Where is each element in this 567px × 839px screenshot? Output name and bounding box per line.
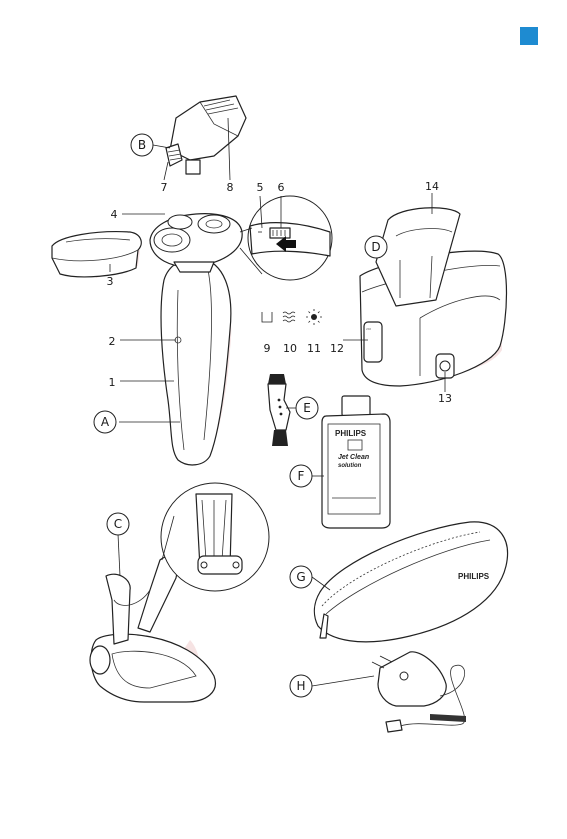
label-H: H bbox=[289, 674, 313, 698]
label-F: F bbox=[289, 464, 313, 488]
svg-text:ctrl: ctrl bbox=[366, 327, 371, 331]
part-number-11: 11 bbox=[307, 342, 321, 355]
part-number-7: 7 bbox=[161, 181, 168, 194]
pouch-brand: PHILIPS bbox=[458, 572, 490, 581]
svg-text:G: G bbox=[296, 570, 305, 584]
label-A: A bbox=[93, 410, 117, 434]
part-number-4: 4 bbox=[111, 208, 118, 221]
svg-text:H: H bbox=[296, 679, 305, 693]
part-number-5: 5 bbox=[257, 181, 264, 194]
svg-text:D: D bbox=[371, 240, 380, 254]
sun-dry-icon bbox=[306, 309, 322, 325]
power-adapter bbox=[371, 651, 466, 733]
stand-detail bbox=[160, 482, 270, 592]
corner-marker bbox=[520, 27, 538, 45]
trimmer-attachment bbox=[165, 95, 247, 175]
bottle-brand: PHILIPS bbox=[335, 429, 367, 438]
shaver-stand bbox=[89, 556, 216, 703]
part-number-13: 13 bbox=[438, 392, 452, 405]
part-number-6: 6 bbox=[278, 181, 285, 194]
jet-clean-system: ctrl bbox=[359, 207, 508, 387]
part-number-12: 12 bbox=[330, 342, 344, 355]
part-number-3: 3 bbox=[107, 275, 114, 288]
shaving-unit bbox=[149, 213, 243, 273]
label-D: D bbox=[364, 235, 388, 259]
bottle-product-line2: solution bbox=[338, 463, 362, 469]
lock-detail bbox=[247, 195, 333, 281]
water-waves-icon bbox=[282, 311, 296, 323]
part-number-10: 10 bbox=[283, 342, 297, 355]
svg-text:E: E bbox=[303, 401, 311, 415]
label-G: G bbox=[289, 565, 313, 589]
cleaning-unit-icon bbox=[261, 312, 273, 323]
part-number-8: 8 bbox=[227, 181, 234, 194]
label-C: C bbox=[106, 512, 130, 536]
bottle-product-line1: Jet Clean bbox=[338, 454, 369, 461]
shaver-handle bbox=[160, 257, 232, 466]
svg-text:B: B bbox=[138, 138, 146, 152]
part-number-9: 9 bbox=[264, 342, 271, 355]
part-number-1: 1 bbox=[109, 376, 116, 389]
cleaning-brush bbox=[267, 374, 291, 446]
protection-cap bbox=[51, 231, 142, 278]
label-B: B bbox=[130, 133, 154, 157]
label-E: E bbox=[295, 396, 319, 420]
part-number-14: 14 bbox=[425, 180, 439, 193]
svg-text:F: F bbox=[298, 469, 305, 483]
svg-text:C: C bbox=[114, 517, 122, 531]
travel-pouch bbox=[313, 521, 508, 643]
part-number-2: 2 bbox=[109, 335, 116, 348]
jet-clean-bottle bbox=[321, 395, 391, 529]
svg-text:A: A bbox=[101, 415, 110, 429]
